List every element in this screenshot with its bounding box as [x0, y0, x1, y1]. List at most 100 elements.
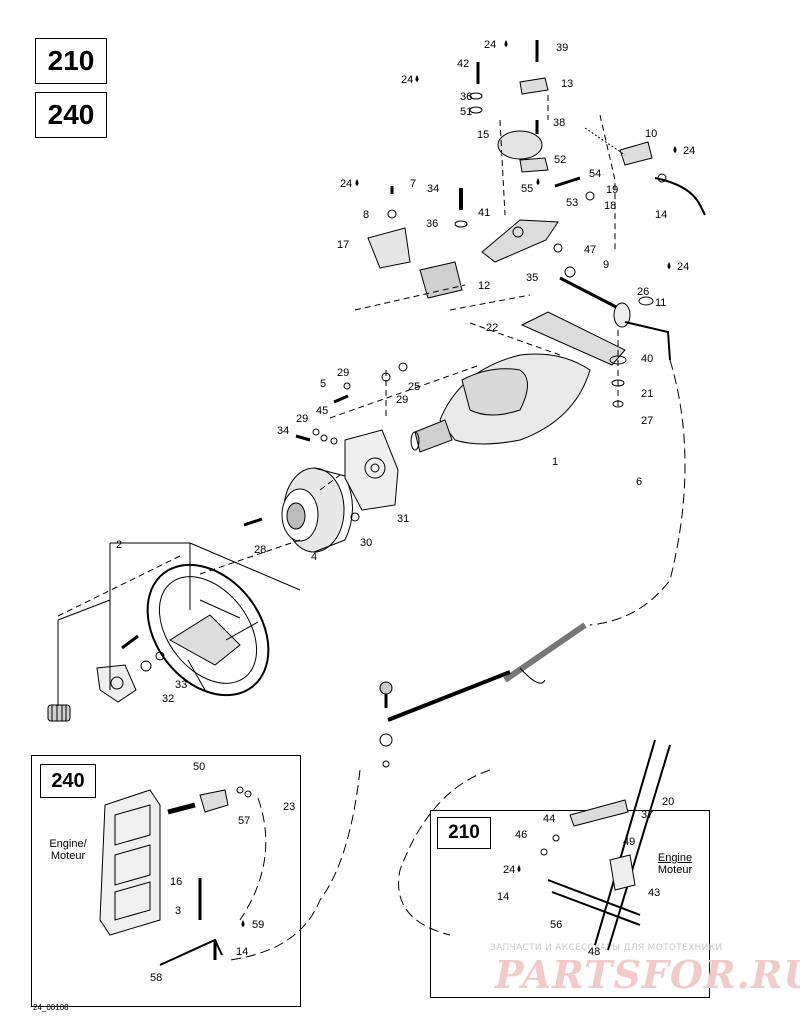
callout-14[interactable]: 14 [655, 209, 667, 221]
callout-50[interactable]: 50 [193, 761, 205, 773]
model-box-240: 240 [35, 92, 107, 138]
callout-17[interactable]: 17 [337, 239, 349, 251]
callout-24-d[interactable]: 24 [683, 145, 695, 157]
callout-24-e[interactable]: 24 [677, 261, 689, 273]
model-box-210: 210 [35, 38, 107, 84]
inset-210-engine-label-line1: Engine [657, 852, 693, 864]
callout-42[interactable]: 42 [457, 58, 469, 70]
adhesive-drop-icon [241, 920, 245, 927]
callout-27[interactable]: 27 [641, 415, 653, 427]
callout-2[interactable]: 2 [116, 539, 122, 551]
callout-12[interactable]: 12 [478, 280, 490, 292]
steering-wheel-part [146, 563, 270, 697]
callout-1[interactable]: 1 [552, 456, 558, 468]
callout-16[interactable]: 16 [170, 876, 182, 888]
callout-19[interactable]: 19 [606, 184, 618, 196]
inset-210-engine-label-line2: Moteur [657, 864, 693, 876]
callout-32[interactable]: 32 [162, 693, 174, 705]
hub-adaptor-part [281, 467, 353, 553]
callout-37[interactable]: 37 [641, 809, 653, 821]
steering-cable-part [229, 359, 686, 961]
inset-240-engine-drawing [99, 786, 267, 966]
callout-18[interactable]: 18 [604, 200, 616, 212]
adhesive-drop-icon [415, 75, 419, 82]
inset-210-linkage-drawing [540, 739, 671, 951]
callout-5[interactable]: 5 [320, 378, 326, 390]
callout-24-c[interactable]: 24 [340, 178, 352, 190]
callout-56[interactable]: 56 [550, 919, 562, 931]
callout-8[interactable]: 8 [363, 209, 369, 221]
callout-53[interactable]: 53 [566, 197, 578, 209]
callout-25[interactable]: 25 [408, 381, 420, 393]
callout-34-b[interactable]: 34 [277, 425, 289, 437]
callout-9[interactable]: 9 [603, 259, 609, 271]
callout-55[interactable]: 55 [521, 183, 533, 195]
callout-15[interactable]: 15 [477, 129, 489, 141]
callout-11[interactable]: 11 [655, 297, 666, 309]
plate-part [481, 219, 559, 263]
callout-6[interactable]: 6 [636, 476, 642, 488]
callout-33[interactable]: 33 [175, 679, 187, 691]
callout-29-a[interactable]: 29 [337, 367, 349, 379]
callout-3[interactable]: 3 [175, 905, 181, 917]
bracket-part [367, 227, 411, 269]
callout-24-a[interactable]: 24 [484, 39, 496, 51]
callout-36-a[interactable]: 36 [460, 91, 472, 103]
callout-4[interactable]: 4 [311, 551, 317, 563]
callout-45[interactable]: 45 [316, 405, 328, 417]
watermark-logo: PARTSFOR.RU [495, 952, 800, 997]
callout-26[interactable]: 26 [637, 286, 649, 298]
inset-240-model-box: 240 [40, 764, 96, 798]
callout-54[interactable]: 54 [589, 168, 601, 180]
callout-34-a[interactable]: 34 [427, 183, 439, 195]
callout-22[interactable]: 22 [486, 322, 498, 334]
callout-29-c[interactable]: 29 [296, 413, 308, 425]
adhesive-drop-icon [504, 40, 508, 47]
callout-51[interactable]: 51 [460, 106, 472, 118]
callout-39[interactable]: 39 [556, 42, 568, 54]
callout-35[interactable]: 35 [526, 272, 538, 284]
drawing-number: 24_00108 [33, 1003, 69, 1012]
callout-10[interactable]: 10 [645, 128, 657, 140]
callout-21[interactable]: 21 [641, 388, 653, 400]
callout-31[interactable]: 31 [397, 513, 409, 525]
callout-58[interactable]: 58 [150, 972, 162, 984]
callout-47[interactable]: 47 [584, 244, 596, 256]
callout-59[interactable]: 59 [252, 919, 264, 931]
callout-52[interactable]: 52 [554, 154, 566, 166]
callout-43[interactable]: 43 [648, 887, 660, 899]
callout-46[interactable]: 46 [515, 829, 527, 841]
inset-210-engine-label: Engine Moteur [646, 852, 704, 876]
steering-column-housing-part [410, 353, 591, 453]
inset-210-frame [430, 810, 710, 998]
callout-13[interactable]: 13 [561, 78, 573, 90]
callout-40[interactable]: 40 [641, 353, 653, 365]
inset-240-engine-label-line1: Engine/ [49, 838, 87, 850]
adhesive-drop-icon [517, 865, 521, 872]
callout-57[interactable]: 57 [238, 815, 250, 827]
callout-41[interactable]: 41 [478, 207, 490, 219]
callout-38[interactable]: 38 [553, 117, 565, 129]
callout-49[interactable]: 49 [623, 836, 635, 848]
callout-20[interactable]: 20 [662, 796, 674, 808]
callout-7[interactable]: 7 [410, 178, 416, 190]
steering-nut-part [47, 704, 71, 722]
callout-29-b[interactable]: 29 [396, 394, 408, 406]
callout-14-inset-240[interactable]: 14 [236, 946, 248, 958]
inset-240-engine-label-line2: Moteur [50, 850, 86, 862]
callout-48[interactable]: 48 [588, 946, 600, 958]
support-plate-part [344, 429, 399, 511]
callout-30[interactable]: 30 [360, 537, 372, 549]
callout-14-inset-210[interactable]: 14 [497, 891, 509, 903]
adhesive-drop-icon [536, 178, 540, 185]
callout-24-b[interactable]: 24 [401, 74, 413, 86]
inset-240-engine-label: Engine/ Moteur [38, 838, 98, 862]
adhesive-drop-icon [673, 146, 677, 153]
callout-44[interactable]: 44 [543, 813, 555, 825]
callout-36-b[interactable]: 36 [426, 218, 438, 230]
inset-210-model-box: 210 [437, 817, 491, 849]
callout-24-f[interactable]: 24 [503, 864, 515, 876]
block-part [419, 261, 463, 299]
callout-23[interactable]: 23 [283, 801, 295, 813]
callout-28[interactable]: 28 [254, 544, 266, 556]
